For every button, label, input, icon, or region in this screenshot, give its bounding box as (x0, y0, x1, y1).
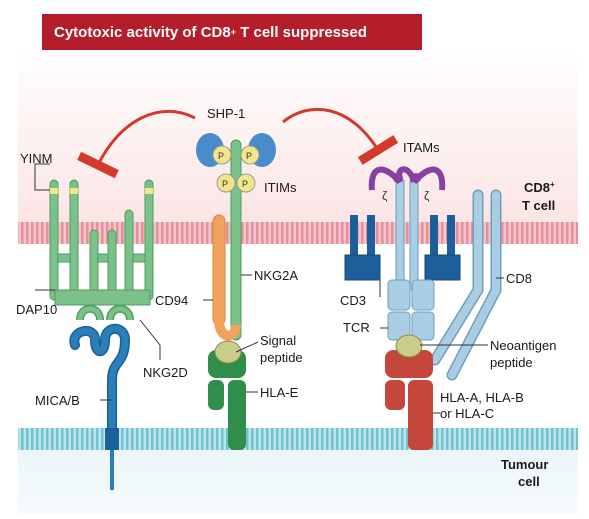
yinm-motif (145, 188, 153, 194)
label-p: P (242, 179, 248, 189)
label-zeta: ζ (424, 189, 430, 203)
leader-lines (34, 163, 504, 414)
title-main: Cytotoxic activity of CD8 (54, 23, 231, 41)
label-hla-abc-2: or HLA-C (440, 406, 494, 421)
label-hla-e: HLA-E (260, 385, 299, 400)
label-zeta: ζ (382, 189, 388, 203)
label-p: P (218, 151, 224, 161)
t-cell-cytoplasm (18, 48, 578, 233)
label-mica-b: MICA/B (35, 393, 80, 408)
label-p: P (222, 179, 228, 189)
hla-e (208, 340, 246, 450)
label-hla-abc-1: HLA-A, HLA-B (440, 390, 524, 405)
tcr-receptor (387, 279, 435, 341)
label-neoantigen-2: peptide (490, 355, 533, 370)
inhibition-arrow-left (77, 109, 196, 179)
signal-peptide-shape (214, 340, 242, 364)
hla-abc (385, 334, 433, 450)
label-nkg2a: NKG2A (254, 268, 298, 283)
label-itams: ITAMs (403, 140, 440, 155)
label-tumour-cell-line1: Tumour (501, 457, 548, 472)
label-cd3: CD3 (340, 293, 366, 308)
nkg2d-dap10-complex (49, 179, 154, 321)
shp1-phosphatase (196, 133, 276, 193)
inhibition-arrow-right (282, 107, 399, 165)
neoantigen-peptide-shape (395, 334, 423, 358)
label-cd8-t-cell-line1: CD8+ (524, 180, 555, 195)
label-itims: ITIMs (264, 180, 297, 195)
label-neoantigen-1: Neoantigen (490, 338, 557, 353)
tumour-membrane (18, 428, 578, 450)
cd3-chains (344, 215, 461, 281)
label-cd94: CD94 (155, 293, 188, 308)
yinm-motif (50, 188, 58, 194)
label-p: P (246, 151, 252, 161)
cd8-coreceptor (429, 189, 502, 381)
label-cd8-t-cell-line2: T cell (522, 198, 555, 213)
title-sup: + (230, 27, 236, 37)
mica-b-ligand (69, 323, 131, 490)
label-tumour-cell-line2: cell (518, 474, 540, 489)
zeta-chains (368, 166, 446, 291)
label-nkg2d: NKG2D (143, 365, 188, 380)
nkg2a-cd94-complex (208, 139, 246, 450)
label-signal-peptide-2: peptide (260, 350, 303, 365)
label-yinm: YINM (20, 151, 53, 166)
label-cd8: CD8 (506, 271, 532, 286)
label-tcr: TCR (343, 320, 370, 335)
page-title: Cytotoxic activity of CD8+ T cell suppre… (42, 14, 422, 50)
title-rest: T cell suppressed (235, 23, 367, 41)
label-dap10: DAP10 (16, 302, 57, 317)
yinm-motif (70, 188, 78, 194)
label-shp1: SHP-1 (207, 106, 245, 121)
label-signal-peptide-1: Signal (260, 333, 296, 348)
